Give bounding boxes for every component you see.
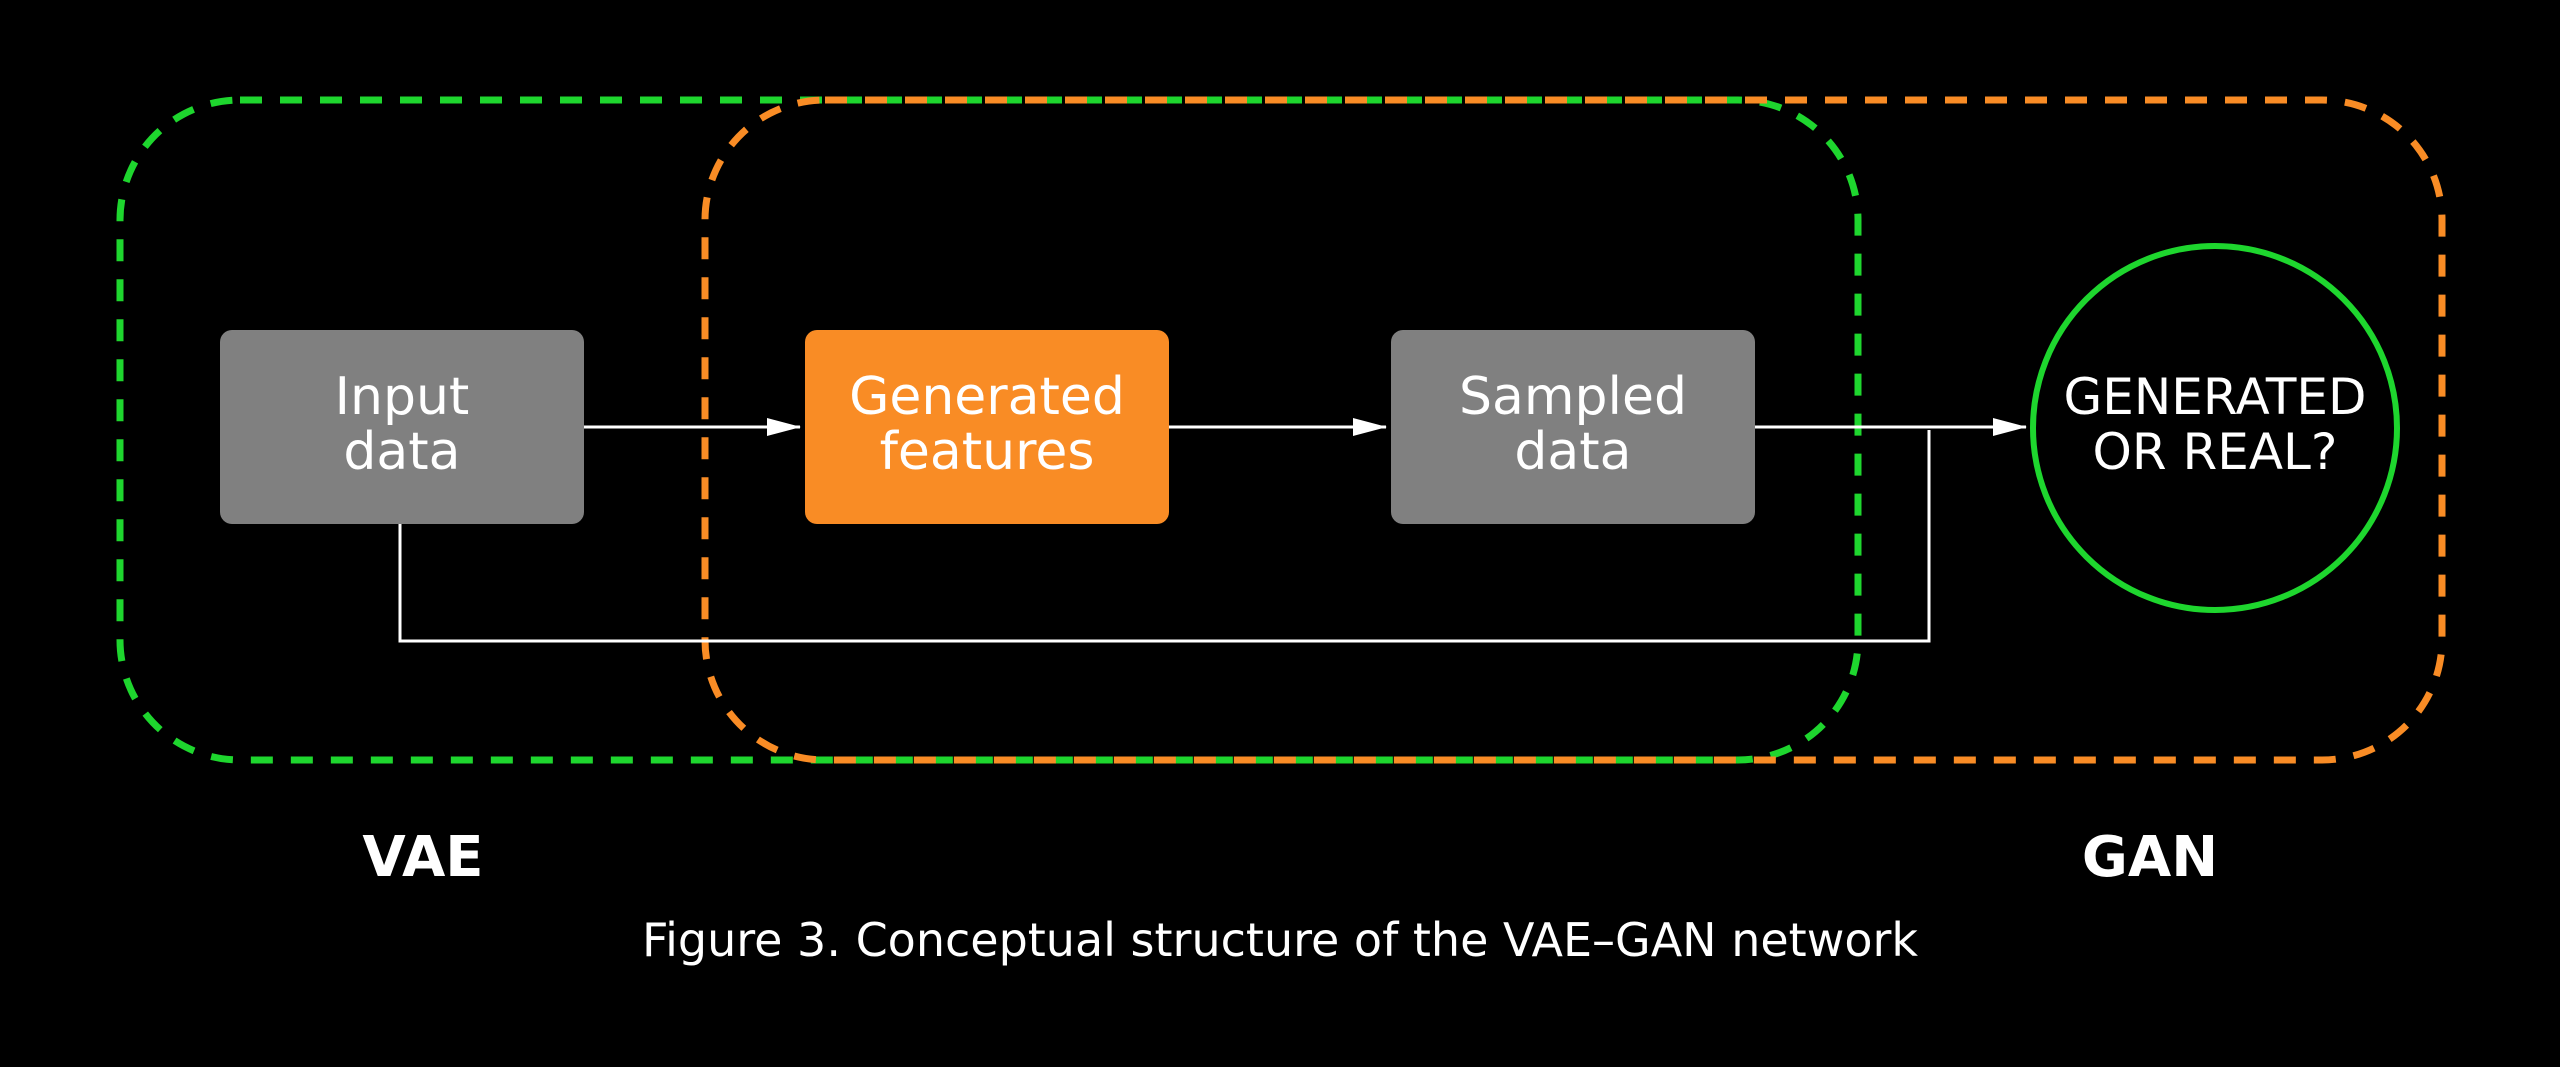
vae-group-label: VAE [362,825,483,890]
gan-group-label: GAN [2082,825,2218,890]
node-generated-features: Generated features [805,330,1169,524]
edge-input-loop-to-discriminator [398,430,1931,643]
node-sampled-data: Sampled data [1391,330,1755,524]
node-discriminator-label-line1: GENERATED [2063,368,2366,426]
node-sampled-label-line2: data [1514,422,1631,482]
node-discriminator-label-line2: OR REAL? [2093,423,2338,481]
figure-caption: Figure 3. Conceptual structure of the VA… [642,913,1918,967]
gan-group-boundary [701,96,2446,764]
node-features-label-line1: Generated [849,367,1125,427]
node-input-label-line2: data [343,422,460,482]
node-sampled-label-line1: Sampled [1459,367,1687,427]
vae-group-boundary [116,96,1862,764]
node-discriminator: GENERATED OR REAL? [2030,243,2400,613]
node-input-label-line1: Input [335,367,470,427]
node-input-data: Input data [220,330,584,524]
node-features-label-line2: features [880,422,1095,482]
